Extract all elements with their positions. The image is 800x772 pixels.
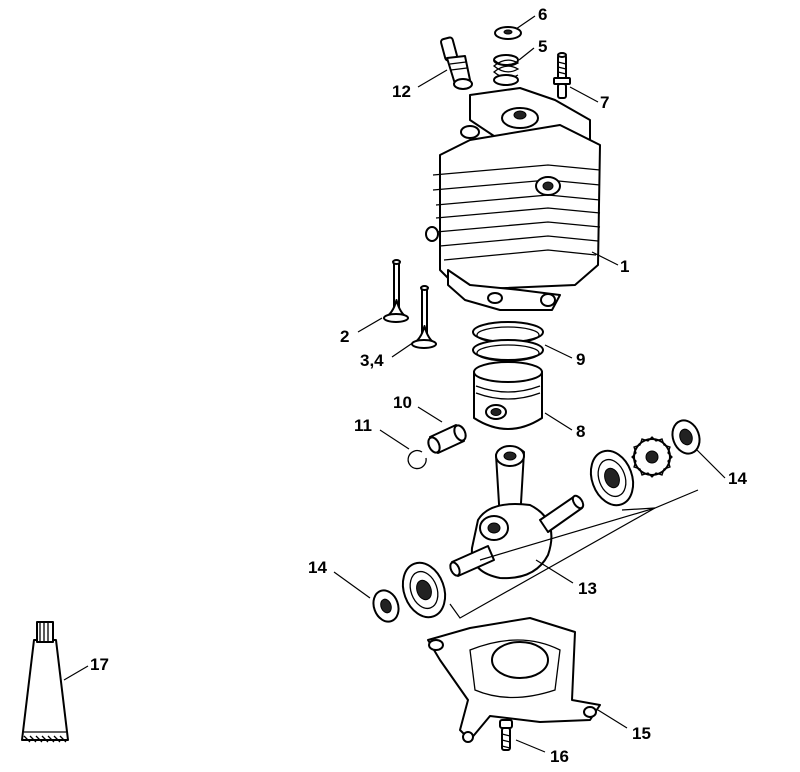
callout-15: 15 (632, 724, 651, 743)
oil-seal-upper-part (671, 419, 701, 455)
callout-5: 5 (538, 37, 547, 56)
callout-3-4: 3,4 (360, 351, 384, 370)
piston-part (473, 361, 543, 430)
bearing-bracket-lines (449, 489, 699, 619)
gear-part (631, 436, 673, 478)
oil-seal-lower-part (372, 589, 400, 623)
valve-cap-part (494, 26, 522, 40)
callout-9: 9 (576, 350, 585, 369)
decompression-valve-part (440, 36, 473, 90)
cylinder-part (425, 87, 601, 311)
leader-lines (63, 15, 726, 753)
crankshaft-part (449, 445, 585, 580)
callout-13: 13 (578, 579, 597, 598)
callout-labels: 6 5 7 12 1 2 3,4 9 10 8 11 14 14 13 15 1… (90, 5, 747, 766)
callout-14-right: 14 (728, 469, 747, 488)
callout-2: 2 (340, 327, 349, 346)
callout-8: 8 (576, 422, 585, 441)
crankcase-part (427, 617, 601, 743)
callout-14-left: 14 (308, 558, 327, 577)
circlip-part (407, 449, 427, 470)
valve-part-2 (383, 259, 409, 323)
callout-11: 11 (354, 416, 372, 435)
valve-part-3-4 (411, 285, 437, 349)
callout-12: 12 (392, 82, 411, 101)
callout-1: 1 (620, 257, 629, 276)
callout-16: 16 (550, 747, 569, 766)
screw-part (499, 719, 513, 751)
stud-bolt-part (553, 52, 571, 99)
crankshaft-bearing-upper (589, 449, 635, 507)
callout-10: 10 (393, 393, 412, 412)
valve-spring-part (492, 54, 520, 86)
callout-7: 7 (600, 93, 609, 112)
piston-rings-part (472, 321, 544, 362)
callout-6: 6 (538, 5, 547, 24)
grease-tube-part (21, 621, 69, 743)
callout-17: 17 (90, 655, 109, 674)
crankshaft-bearing-lower (401, 561, 447, 619)
piston-pin-part (427, 424, 467, 454)
